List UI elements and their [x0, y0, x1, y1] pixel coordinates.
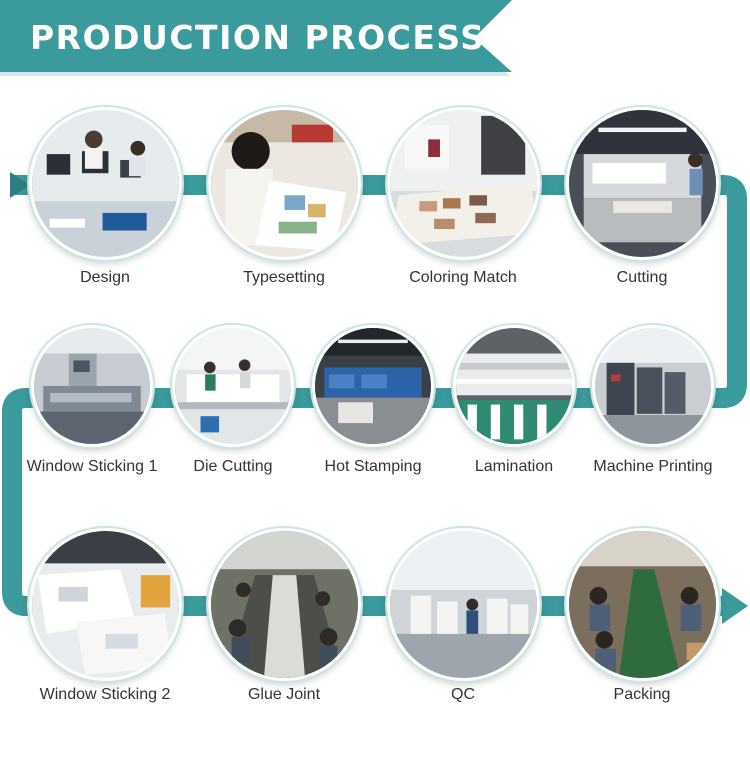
step-label: Lamination [474, 458, 554, 475]
step-label: Window Sticking 1 [26, 458, 158, 475]
packing-photo [566, 528, 719, 681]
step-label: Packing [613, 686, 671, 703]
window-sticking-2-photo [29, 528, 182, 681]
step-label: Window Sticking 2 [39, 686, 171, 703]
hot-stamping-photo [312, 325, 434, 447]
window-sticking-1-photo [31, 325, 153, 447]
step-label: Cutting [616, 269, 668, 286]
coloring-match-photo [387, 107, 540, 260]
qc-photo [387, 528, 540, 681]
step-label: Typesetting [243, 269, 325, 286]
page-title: PRODUCTION PROCESS [30, 18, 486, 57]
typesetting-photo [208, 107, 361, 260]
design-photo [29, 107, 182, 260]
die-cutting-photo [172, 325, 294, 447]
step-label: Coloring Match [409, 269, 517, 286]
step-label: Hot Stamping [324, 458, 422, 475]
flow-end-arrow-icon [722, 588, 748, 624]
machine-printing-photo [592, 325, 714, 447]
glue-joint-photo [208, 528, 361, 681]
step-label: QC [451, 686, 475, 703]
step-label: Die Cutting [193, 458, 273, 475]
cutting-photo [566, 107, 719, 260]
header-banner: PRODUCTION PROCESS [0, 0, 750, 80]
lamination-photo [453, 325, 575, 447]
flow-start-arrow-icon [10, 172, 30, 198]
banner-ribbon-shape [0, 0, 512, 76]
step-label: Glue Joint [247, 686, 321, 703]
step-label: Design [80, 269, 130, 286]
step-label: Machine Printing [593, 458, 713, 475]
